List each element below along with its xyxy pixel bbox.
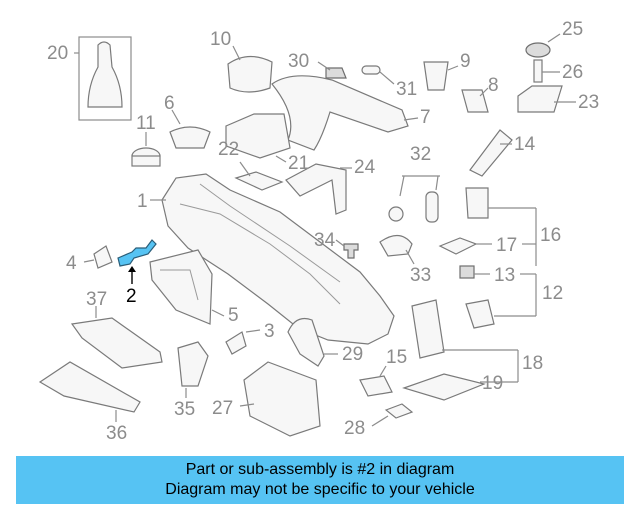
callout-2-highlighted: 2 xyxy=(126,286,137,307)
callout-34: 34 xyxy=(314,230,336,251)
part-3-bracket xyxy=(225,329,261,355)
callout-12: 12 xyxy=(542,283,564,304)
part-8-holder xyxy=(461,87,489,113)
part-5-side-panel xyxy=(149,249,225,325)
part-9-bracket xyxy=(423,61,459,91)
part-12-13-switch xyxy=(459,265,537,329)
part-25-26-knob xyxy=(525,33,561,83)
part-29-lever xyxy=(287,317,338,367)
callout-19: 19 xyxy=(482,373,504,394)
callout-23: 23 xyxy=(578,92,600,113)
callout-36: 36 xyxy=(106,423,128,444)
callout-33: 33 xyxy=(410,265,432,286)
callout-14: 14 xyxy=(514,134,536,155)
callout-27: 27 xyxy=(212,398,234,419)
banner-line-part-number: Part or sub-assembly is #2 in diagram xyxy=(185,461,455,478)
part-18-19-panel xyxy=(402,299,519,401)
callout-11: 11 xyxy=(136,113,156,134)
part-36-rail xyxy=(38,361,141,422)
callout-15: 15 xyxy=(386,347,408,368)
part-10-cover xyxy=(227,45,273,93)
part-30-clip xyxy=(317,61,347,79)
banner-line-disclaimer: Diagram may not be specific to your vehi… xyxy=(165,481,475,498)
part-22-plate xyxy=(234,161,284,191)
callout-1: 1 xyxy=(137,191,148,212)
part-32-33-switches xyxy=(379,175,440,265)
callout-6: 6 xyxy=(164,93,175,114)
callout-28: 28 xyxy=(344,418,366,439)
part-23-shifter-housing xyxy=(517,85,576,113)
callout-10: 10 xyxy=(210,29,232,50)
part-11-ring xyxy=(131,132,161,167)
part-27-base xyxy=(239,361,321,437)
part-2-highlighted-bracket xyxy=(117,239,157,284)
callout-32: 32 xyxy=(410,144,432,165)
callout-17: 17 xyxy=(496,235,518,256)
part-7-trim xyxy=(271,75,419,151)
callout-37: 37 xyxy=(86,289,108,310)
callout-35: 35 xyxy=(174,399,196,420)
callout-29: 29 xyxy=(342,344,364,365)
part-20-shift-boot xyxy=(74,36,132,121)
part-1-center-console xyxy=(150,173,395,345)
part-24-strip xyxy=(285,163,352,215)
callout-16: 16 xyxy=(540,225,562,246)
callout-7: 7 xyxy=(420,107,431,128)
part-4-knob xyxy=(83,245,113,269)
callout-25: 25 xyxy=(562,19,584,40)
part-6-cap xyxy=(169,109,211,149)
callout-3: 3 xyxy=(264,321,275,342)
part-34-screw xyxy=(335,239,359,259)
callout-9: 9 xyxy=(460,51,471,72)
part-15-plate xyxy=(359,365,393,397)
callout-26: 26 xyxy=(562,62,584,83)
callout-4: 4 xyxy=(66,253,77,274)
callout-30: 30 xyxy=(288,51,310,72)
part-31-bulb xyxy=(361,65,395,85)
part-35-cupholder xyxy=(177,341,209,398)
part-28-mat xyxy=(371,403,414,427)
callout-20: 20 xyxy=(47,43,69,64)
exploded-view-illustration xyxy=(38,33,576,437)
callout-24: 24 xyxy=(354,157,376,178)
part-16-17-bracket xyxy=(438,187,537,266)
callout-5: 5 xyxy=(228,305,239,326)
callout-8: 8 xyxy=(488,75,499,96)
part-37-trim xyxy=(70,306,163,369)
callout-21: 21 xyxy=(288,153,310,174)
callout-13: 13 xyxy=(494,265,516,286)
callout-22: 22 xyxy=(218,139,240,160)
part-14-trim xyxy=(469,129,513,177)
part-21-boot-frame xyxy=(225,113,291,163)
callout-31: 31 xyxy=(396,79,418,100)
info-banner: Part or sub-assembly is #2 in diagram Di… xyxy=(16,456,624,504)
callout-18: 18 xyxy=(522,353,544,374)
